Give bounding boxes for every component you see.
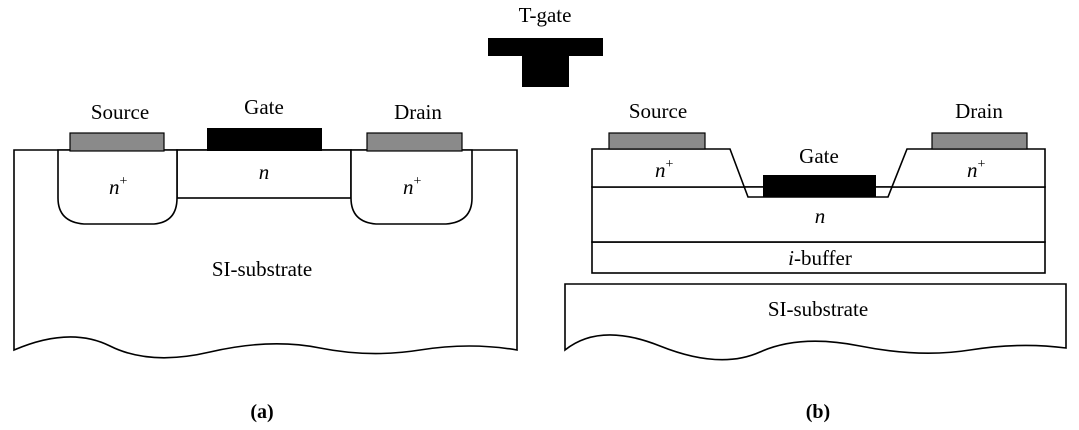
panel-b-source-label: Source: [629, 99, 687, 123]
panel-a-n-plus-right: [350, 149, 473, 225]
panel-b-substrate-label: SI-substrate: [768, 297, 868, 321]
panel-a-n-plus-right-label: n+: [403, 174, 422, 199]
panel-b-caption: (b): [806, 401, 830, 423]
t-gate-label: T-gate: [519, 3, 572, 27]
panel-b: Source Gate Drain n+ n+ n i-buffer SI-su…: [564, 99, 1067, 423]
t-gate-figure: T-gate: [488, 3, 603, 87]
panel-b-substrate: [564, 283, 1067, 361]
panel-a-caption: (a): [250, 401, 273, 423]
panel-b-gate-contact: [763, 175, 876, 197]
panel-b-drain-label: Drain: [955, 99, 1003, 123]
panel-b-drain-contact: [931, 132, 1028, 150]
panel-b-gate-label: Gate: [799, 144, 839, 168]
panel-b-n-plus-cap: [591, 148, 1046, 198]
panel-a-gate-label: Gate: [244, 95, 284, 119]
panel-a-n-channel-label: n: [259, 160, 270, 184]
panel-a-drain-label: Drain: [394, 100, 442, 124]
t-gate-shape: [488, 38, 603, 87]
panel-b-source-contact: [608, 132, 706, 150]
panel-a: Source Gate Drain n+ n+ n SI-substrate (…: [13, 95, 518, 423]
panel-b-buffer-label: i-buffer: [788, 246, 852, 270]
panel-a-substrate-label: SI-substrate: [212, 257, 312, 281]
panel-a-n-plus-left-label: n+: [109, 174, 128, 199]
panel-a-source-label: Source: [91, 100, 149, 124]
panel-a-source-contact: [69, 132, 165, 152]
panel-a-n-plus-left: [57, 149, 178, 225]
panel-a-gate-contact: [207, 128, 322, 151]
panel-b-n-plus-left-label: n+: [655, 157, 674, 182]
panel-a-drain-contact: [366, 132, 463, 152]
panel-b-n-plus-right-label: n+: [967, 157, 986, 182]
panel-b-n-layer-label: n: [815, 204, 826, 228]
